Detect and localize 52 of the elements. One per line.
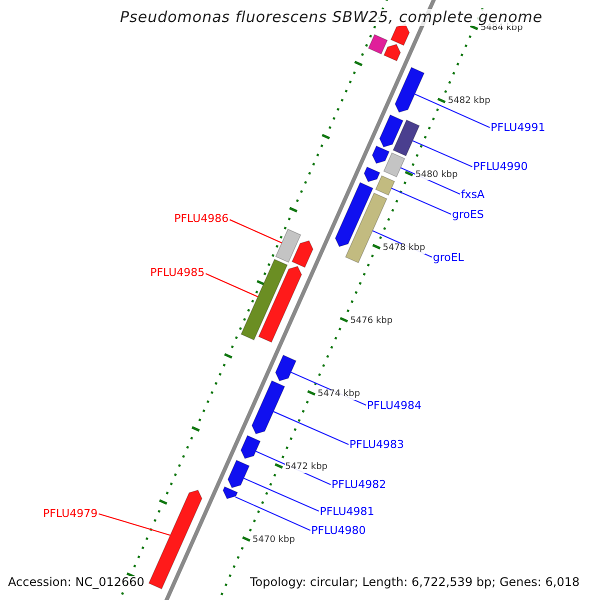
gene-segment <box>383 152 406 178</box>
gene-segment <box>383 44 401 62</box>
gene-label: PFLU4986 <box>174 213 229 226</box>
gene-segment <box>334 182 374 248</box>
leader-line <box>206 273 258 298</box>
gene-label: PFLU4981 <box>320 506 374 518</box>
gene-segment <box>392 119 420 156</box>
leader-line <box>244 478 320 512</box>
gene-label: PFLU4979 <box>43 508 98 520</box>
gene-label: PFLU4983 <box>349 439 404 452</box>
title: Pseudomonas fluorescens SBW25, complete genome <box>120 9 543 26</box>
gene-segment <box>148 490 202 590</box>
gene-label: PFLU4982 <box>332 479 386 492</box>
gene-segment <box>390 24 410 46</box>
gene-segment <box>364 166 380 182</box>
leader-line <box>235 496 311 531</box>
gene-label: PFLU4991 <box>490 122 546 134</box>
gene-segment <box>372 145 390 164</box>
gene-segment <box>240 435 261 459</box>
gene-segment <box>379 114 404 148</box>
gene-segment <box>275 354 297 382</box>
gene-label: groES <box>452 208 484 221</box>
tick-label: 5482 kbp <box>448 98 490 108</box>
gene-segment <box>240 258 288 340</box>
tick-label: 5480 kbp <box>415 170 458 180</box>
gene-segment <box>251 380 286 434</box>
leader-line <box>414 94 490 128</box>
tick-label: 5478 kbp <box>382 244 426 254</box>
tick-label: 5476 kbp <box>350 316 393 327</box>
leader-line <box>98 513 170 536</box>
gene-segment <box>368 34 388 54</box>
leader-line <box>273 411 349 445</box>
gene-label: groEL <box>432 252 464 264</box>
gene-segment <box>292 240 314 268</box>
gene-segment <box>227 460 250 488</box>
leader-line <box>230 219 282 244</box>
tick-label: 5470 kbp <box>252 536 295 546</box>
tick-label: 5474 kbp <box>318 390 360 400</box>
gene-label: PFLU4985 <box>150 267 205 280</box>
gene-segment <box>394 66 425 113</box>
gene-label: PFLU4980 <box>311 524 366 538</box>
gene-segment <box>222 486 238 500</box>
gene-label: PFLU4984 <box>366 400 422 412</box>
leader-line <box>412 140 472 168</box>
gene-label: fxsA <box>460 188 485 201</box>
gene-label: PFLU4990 <box>473 161 528 174</box>
gene-segment <box>258 266 302 343</box>
gene-segment <box>375 175 396 196</box>
gene-segment <box>275 228 302 263</box>
tick-label: 5472 kbp <box>285 463 328 473</box>
leader-line <box>391 188 452 215</box>
footer-text: Topology: circular; Length: 6,722,539 bp; Genes: 6,018 <box>250 576 580 590</box>
